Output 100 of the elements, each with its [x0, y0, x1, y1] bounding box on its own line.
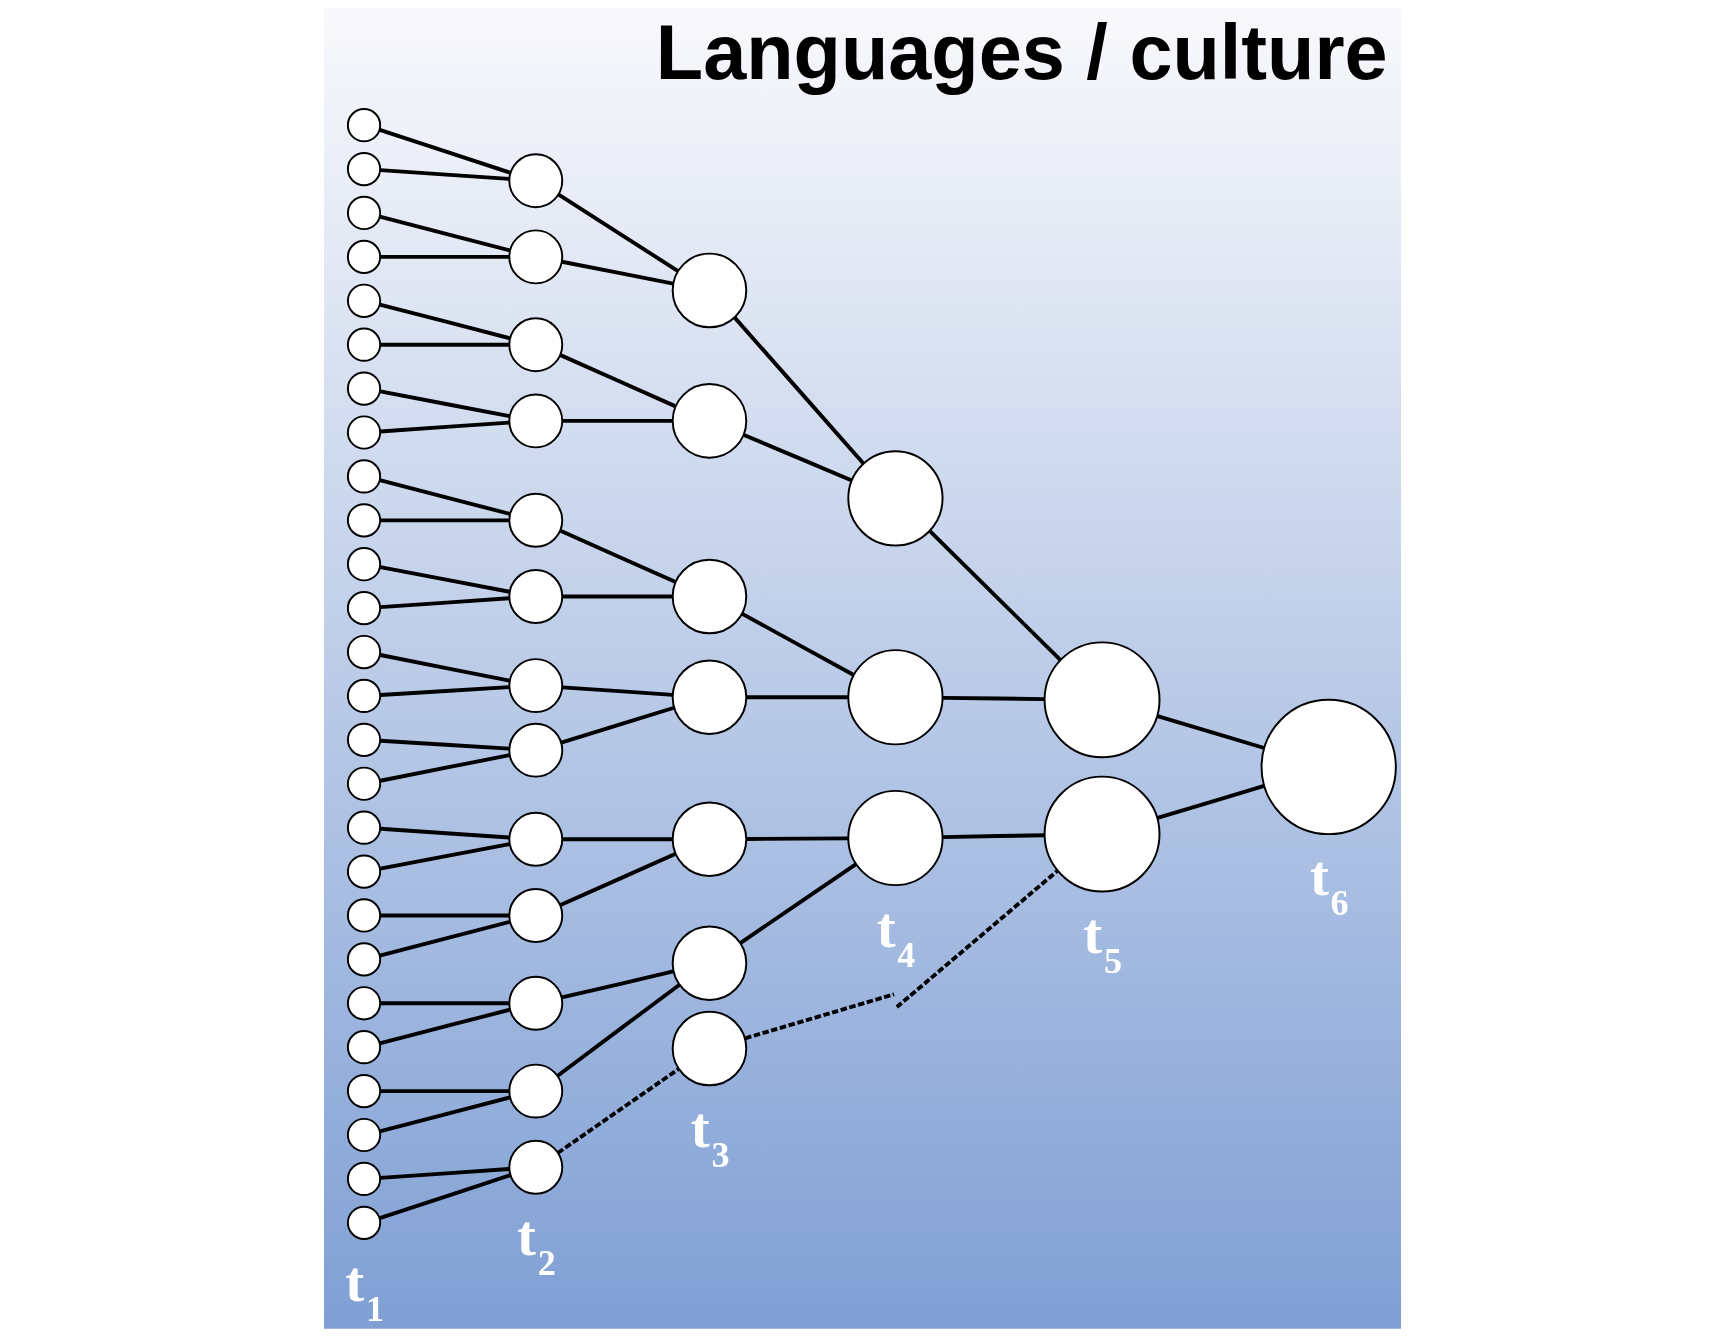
connector: [379, 826, 509, 840]
connector: [746, 695, 848, 700]
node-circle: [507, 658, 563, 714]
label: t$_{3}$: [690, 1095, 729, 1175]
connector: [379, 753, 510, 783]
node-circle: [346, 766, 381, 801]
node-circle: [346, 1030, 381, 1065]
connector: [379, 685, 509, 697]
connector: [560, 705, 675, 745]
node-circle: [346, 1205, 381, 1240]
connector: [379, 913, 509, 918]
label: t$_{4}$: [876, 895, 915, 975]
connector: [744, 992, 895, 1041]
node-circle: [346, 942, 381, 977]
node-circle: [346, 1117, 381, 1153]
connector: [379, 738, 509, 751]
connector: [379, 342, 509, 347]
node-circle: [507, 492, 563, 548]
diagram-title: Languages / culture: [655, 9, 1388, 96]
node-circle: [346, 459, 381, 494]
connector: [379, 842, 510, 871]
node-circle: [346, 108, 381, 143]
connector: [379, 389, 510, 418]
node-circle: [346, 195, 381, 231]
node-circle: [671, 558, 747, 635]
node-circle: [846, 789, 944, 887]
connector: [740, 612, 855, 677]
node-circle: [1043, 641, 1160, 759]
connector: [379, 596, 509, 610]
connector: [928, 529, 1062, 662]
node-circle: [346, 415, 381, 450]
connector: [378, 302, 510, 341]
node-circle: [346, 1074, 381, 1109]
node-circle: [671, 801, 747, 878]
connector: [732, 316, 865, 465]
connector: [739, 862, 857, 945]
node-circle: [671, 383, 747, 459]
node-circle: [846, 450, 944, 547]
connector: [378, 1095, 510, 1134]
node-circle: [346, 1161, 381, 1196]
node-circle: [507, 975, 563, 1031]
node-circle: [346, 547, 381, 582]
node-circle: [671, 925, 747, 1002]
node-circle: [346, 283, 381, 318]
node-circle: [671, 659, 747, 735]
connector: [379, 518, 509, 523]
connector: [379, 565, 510, 594]
node-circle: [507, 569, 563, 624]
connector: [379, 1089, 509, 1094]
connector: [556, 1067, 679, 1155]
connector: [557, 192, 679, 273]
node-circle: [346, 327, 381, 362]
node-circle: [346, 722, 381, 757]
node-circle: [346, 591, 381, 626]
connector: [942, 695, 1044, 702]
label: t$_{2}$: [516, 1204, 556, 1284]
node-circle: [671, 1010, 747, 1087]
node-circle: [346, 854, 381, 889]
connector: [378, 1007, 510, 1046]
node-circle: [671, 252, 747, 329]
node-circle: [507, 888, 563, 943]
node-circle: [507, 1063, 563, 1119]
connector: [379, 1001, 509, 1006]
node-circle: [507, 1139, 563, 1195]
connector: [559, 529, 676, 584]
node-circle: [507, 153, 563, 209]
node-circle: [507, 317, 563, 373]
node-circle: [507, 811, 563, 867]
connector: [559, 852, 676, 907]
connector: [379, 168, 509, 181]
node-circle: [1260, 698, 1397, 836]
label: t$_{1}$: [344, 1249, 384, 1329]
connector: [378, 128, 511, 175]
connector: [379, 653, 510, 683]
connector: [561, 418, 672, 423]
connector: [378, 1173, 511, 1220]
connector: [942, 833, 1044, 840]
connector: [1156, 784, 1265, 820]
connector: [561, 685, 673, 697]
node-circle: [846, 649, 944, 746]
connector: [378, 920, 510, 958]
connector: [746, 836, 848, 841]
connector: [378, 214, 510, 253]
connector: [556, 983, 681, 1078]
connector: [561, 594, 672, 599]
node-circle: [346, 678, 381, 714]
connector: [1156, 714, 1265, 750]
connector: [561, 969, 674, 1000]
node-circle: [346, 503, 381, 538]
connector: [378, 478, 510, 516]
node-circle: [346, 151, 381, 187]
node-circle: [346, 239, 381, 274]
node-circle: [346, 634, 381, 670]
node-circle: [507, 722, 563, 778]
node-circle: [507, 393, 563, 449]
connector: [895, 869, 1058, 1009]
node-circle: [1043, 775, 1160, 893]
connector: [379, 254, 509, 259]
node-circle: [507, 229, 563, 285]
connector: [561, 837, 672, 842]
